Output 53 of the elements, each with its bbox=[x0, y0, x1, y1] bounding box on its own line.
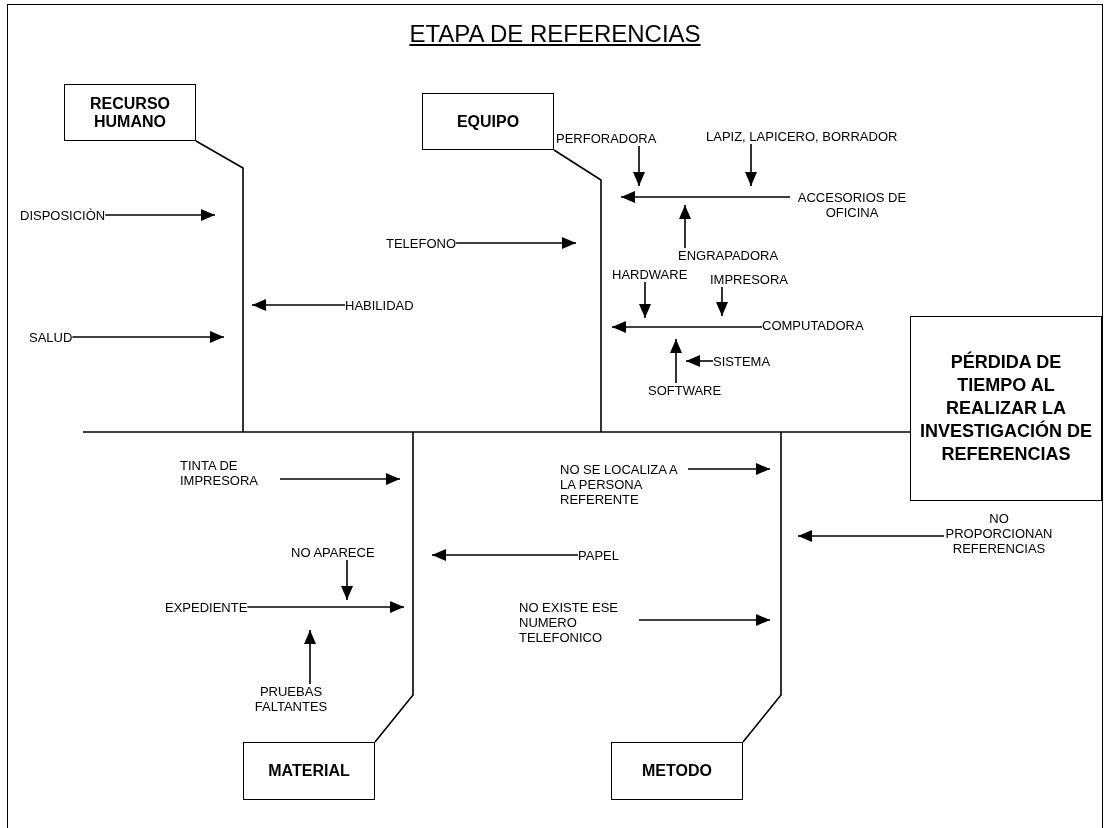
arrow bbox=[341, 559, 353, 601]
arrow bbox=[620, 191, 791, 203]
arrow bbox=[279, 473, 401, 485]
fishbone-line bbox=[553, 149, 602, 433]
diagram-title: ETAPA DE REFERENCIAS bbox=[408, 20, 702, 48]
cause-label: PRUEBAS FALTANTES bbox=[246, 684, 336, 714]
cause-label: EXPEDIENTE bbox=[165, 600, 248, 615]
arrow bbox=[687, 463, 771, 475]
cause-label: HARDWARE bbox=[612, 267, 688, 282]
arrow bbox=[104, 209, 216, 221]
cause-label: ACCESORIOS DE OFICINA bbox=[790, 190, 914, 220]
arrow bbox=[670, 338, 682, 384]
arrow bbox=[251, 299, 346, 311]
cause-label: NO EXISTE ESE NUMERO TELEFONICO bbox=[519, 600, 639, 645]
category-box: EQUIPO bbox=[422, 93, 554, 150]
arrow bbox=[745, 143, 757, 187]
cause-label: PAPEL bbox=[578, 548, 619, 563]
arrow bbox=[685, 355, 714, 367]
arrow bbox=[633, 145, 645, 187]
arrow bbox=[716, 286, 728, 317]
category-box: MATERIAL bbox=[243, 742, 375, 800]
cause-label: COMPUTADORA bbox=[762, 318, 864, 333]
cause-label: HABILIDAD bbox=[345, 298, 414, 313]
fishbone-line bbox=[195, 140, 244, 433]
cause-label: TINTA DE IMPRESORA bbox=[180, 458, 280, 488]
cause-label: SOFTWARE bbox=[648, 383, 722, 398]
cause-label: LAPIZ, LAPICERO, BORRADOR bbox=[706, 129, 898, 144]
cause-label: IMPRESORA bbox=[710, 272, 788, 287]
cause-label: SISTEMA bbox=[713, 354, 771, 369]
cause-label: ENGRAPADORA bbox=[678, 248, 779, 263]
arrow bbox=[797, 530, 945, 542]
arrow bbox=[455, 237, 577, 249]
arrow bbox=[71, 331, 225, 343]
cause-label: PERFORADORA bbox=[556, 131, 657, 146]
arrow bbox=[246, 601, 405, 613]
cause-label: TELEFONO bbox=[386, 236, 457, 251]
cause-label: NO APARECE bbox=[291, 545, 375, 560]
fishbone-line bbox=[374, 431, 414, 743]
cause-label: SALUD bbox=[29, 330, 73, 345]
arrow bbox=[638, 614, 771, 626]
arrow bbox=[611, 321, 763, 333]
effect-box: PÉRDIDA DE TIEMPO AL REALIZAR LA INVESTIGACIÓN DE REFERENCIAS bbox=[910, 316, 1102, 501]
cause-label: NO SE LOCALIZA A LA PERSONA REFERENTE bbox=[560, 462, 688, 507]
arrow bbox=[639, 281, 651, 319]
arrow bbox=[431, 549, 579, 561]
arrow bbox=[679, 204, 691, 249]
category-box: METODO bbox=[611, 742, 743, 800]
cause-label: NO PROPORCIONAN REFERENCIAS bbox=[944, 511, 1054, 556]
fishbone-line bbox=[82, 431, 911, 433]
category-box: RECURSO HUMANO bbox=[64, 84, 196, 141]
cause-label: DISPOSICIÒN bbox=[20, 208, 106, 223]
fishbone-line bbox=[742, 431, 782, 743]
arrow bbox=[304, 629, 316, 685]
